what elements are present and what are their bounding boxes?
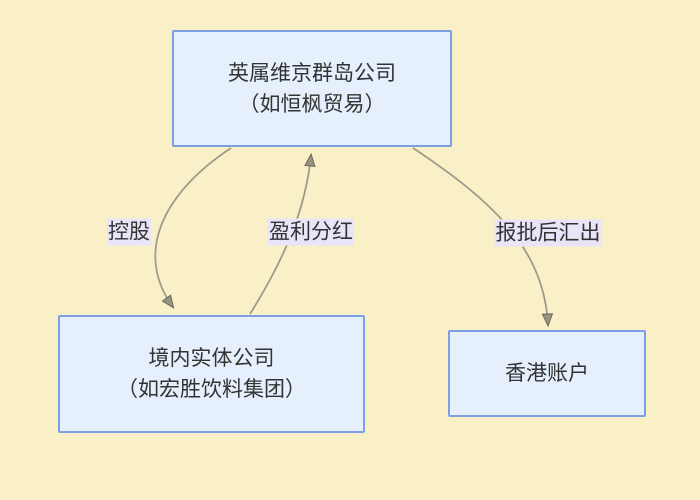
edge-label-dividend: 盈利分红 [268, 218, 354, 246]
edge-label-remit: 报批后汇出 [494, 219, 602, 247]
node-hk-account: 香港账户 [448, 330, 646, 417]
edge-holding-arrow [154, 147, 232, 309]
edge-label-holding: 控股 [107, 218, 151, 246]
node-domestic-company: 境内实体公司 （如宏胜饮料集团） [58, 315, 365, 433]
node-domestic-title-line1: 境内实体公司 [148, 347, 275, 370]
node-bvi-title-line2: （如恒枫贸易） [238, 92, 386, 116]
node-domestic-title-line2: （如宏胜饮料集团） [117, 378, 306, 401]
node-hk-title-line1: 香港账户 [505, 362, 589, 385]
node-bvi-title-line1: 英属维京群岛公司 [228, 61, 396, 85]
node-bvi-company: 英属维京群岛公司 （如恒枫贸易） [172, 30, 452, 147]
